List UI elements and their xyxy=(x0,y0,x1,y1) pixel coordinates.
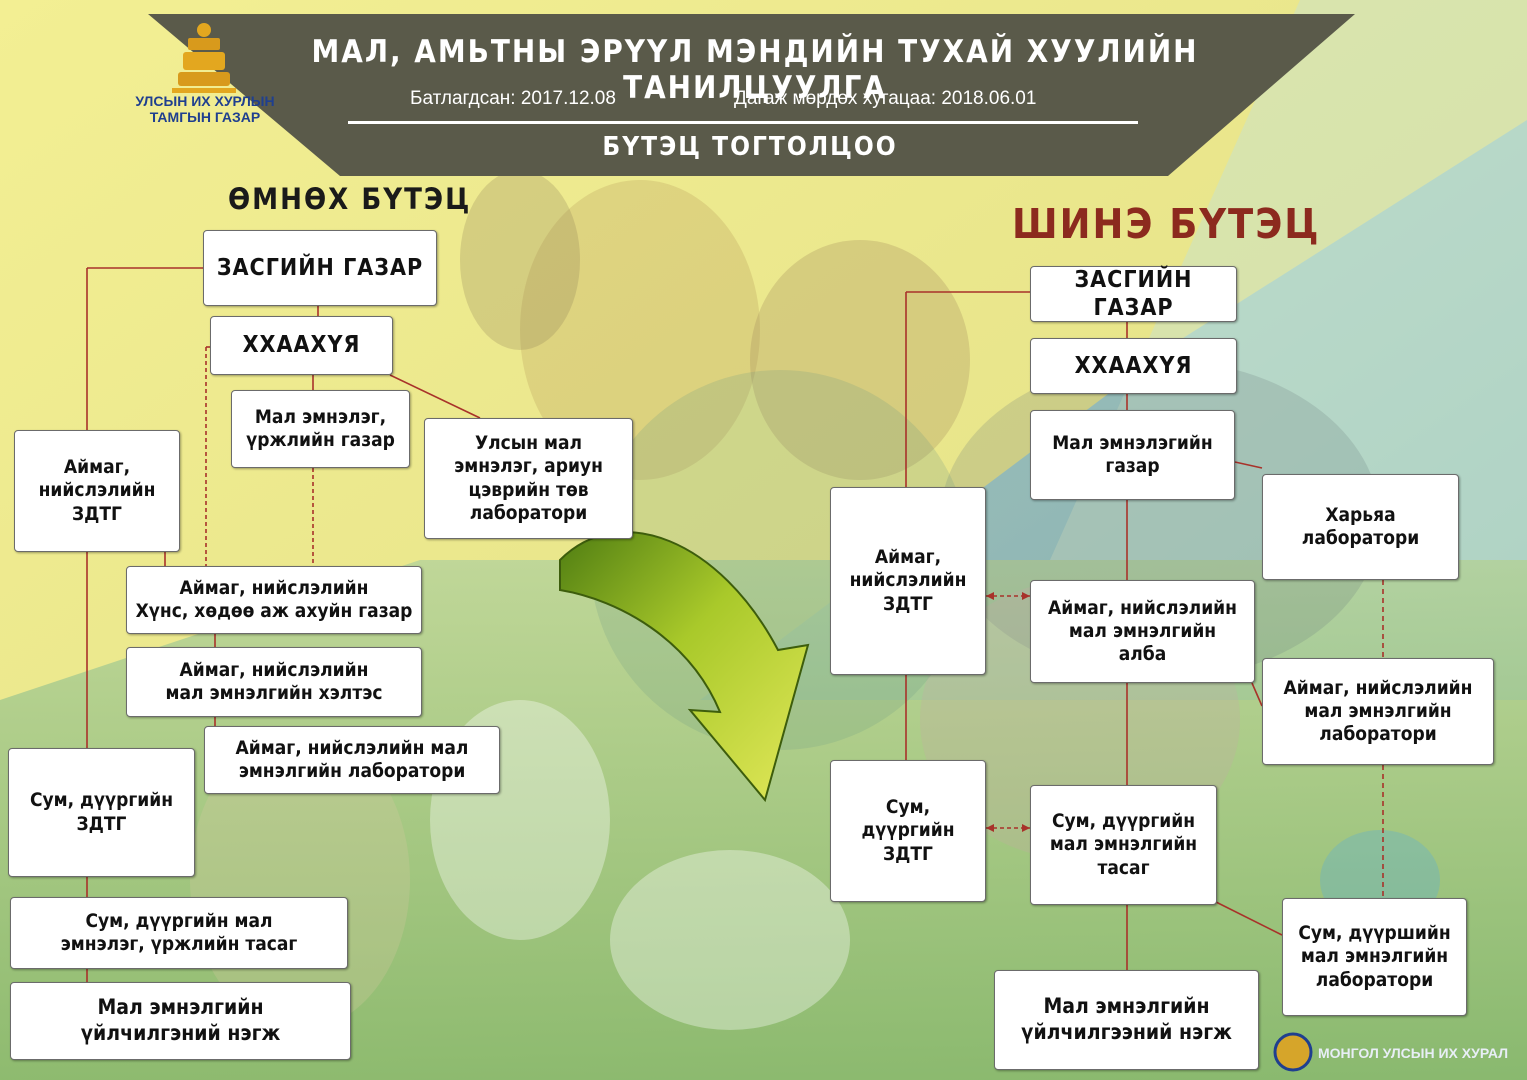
old-node-ministry: ХХААХҮЯ xyxy=(210,316,393,375)
logo-line-1: УЛСЫН ИХ ХУРЛЫН xyxy=(135,93,275,109)
new-node-ministry: ХХААХҮЯ xyxy=(1030,338,1237,394)
old-structure-title: ӨМНӨХ БҮТЭЦ xyxy=(228,182,472,216)
old-node-aimag-food: Аймаг, нийслэлийн Хүнс, хөдөө аж ахуйн г… xyxy=(126,566,422,634)
logo-caption: УЛСЫН ИХ ХУРЛЫН ТАМГЫН ГАЗАР xyxy=(120,93,290,125)
new-node-vet-agency: Мал эмнэлэгийн газар xyxy=(1030,410,1235,500)
new-node-aimag-vet-lab: Аймаг, нийслэлийн мал эмнэлгийн лаборато… xyxy=(1262,658,1494,765)
new-node-vet-service: Мал эмнэлгийн үйлчилгээний нэгж xyxy=(994,970,1259,1070)
effective-date: Дагаж мөрдөх хугацаа: 2018.06.01 xyxy=(734,88,1037,109)
header-divider xyxy=(348,121,1138,124)
page-title: МАЛ, АМЬТНЫ ЭРҮҮЛ МЭНДИЙН ТУХАЙ ХУУЛИЙН … xyxy=(311,34,1199,106)
old-node-vet-dept: Мал эмнэлэг, үржлийн газар xyxy=(231,390,410,468)
new-structure-title: ШИНЭ БҮТЭЦ xyxy=(1012,200,1321,248)
parliament-logo-icon xyxy=(172,23,236,93)
old-node-aimag-gov: Аймаг, нийслэлийн ЗДТГ xyxy=(14,430,180,552)
old-node-sum-vet-unit: Сум, дүүргийн мал эмнэлэг, үржлийн тасаг xyxy=(10,897,348,969)
new-node-sum-vet-unit: Сум, дүүргийн мал эмнэлгийн тасаг xyxy=(1030,785,1217,905)
footer-seal-icon xyxy=(1273,1032,1313,1072)
new-node-ref-lab: Харьяа лаборатори xyxy=(1262,474,1459,580)
old-node-aimag-vet-lab: Аймаг, нийслэлийн мал эмнэлгийн лаборато… xyxy=(204,726,500,794)
new-node-government: ЗАСГИЙН ГАЗАР xyxy=(1030,266,1237,322)
new-node-aimag-gov: Аймаг, нийслэлийн ЗДТГ xyxy=(830,487,986,675)
old-node-aimag-vet-division: Аймаг, нийслэлийн мал эмнэлгийн хэлтэс xyxy=(126,647,422,717)
footer-caption: МОНГОЛ УЛСЫН ИХ ХУРАЛ xyxy=(1318,1045,1509,1061)
logo-line-2: ТАМГЫН ГАЗАР xyxy=(149,109,261,126)
approved-date: Батлагдсан: 2017.12.08 xyxy=(410,88,616,109)
new-node-sum-gov: Сум, дүүргийн ЗДТГ xyxy=(830,760,986,902)
old-node-vet-service: Мал эмнэлгийн үйлчилгэний нэгж xyxy=(10,982,351,1060)
page-subtitle: БҮТЭЦ ТОГТОЛЦОО xyxy=(602,132,898,162)
old-node-central-lab: Улсын мал эмнэлэг, ариун цэврийн төв лаб… xyxy=(424,418,633,539)
new-node-aimag-vet-office: Аймаг, нийслэлийн мал эмнэлгийн алба xyxy=(1030,580,1255,683)
new-node-sum-vet-lab: Сум, дүүршийн мал эмнэлгийн лаборатори xyxy=(1282,898,1467,1016)
old-node-government: ЗАСГИЙН ГАЗАР xyxy=(203,230,437,306)
old-node-sum-gov: Сум, дүүргийн ЗДТГ xyxy=(8,748,195,877)
